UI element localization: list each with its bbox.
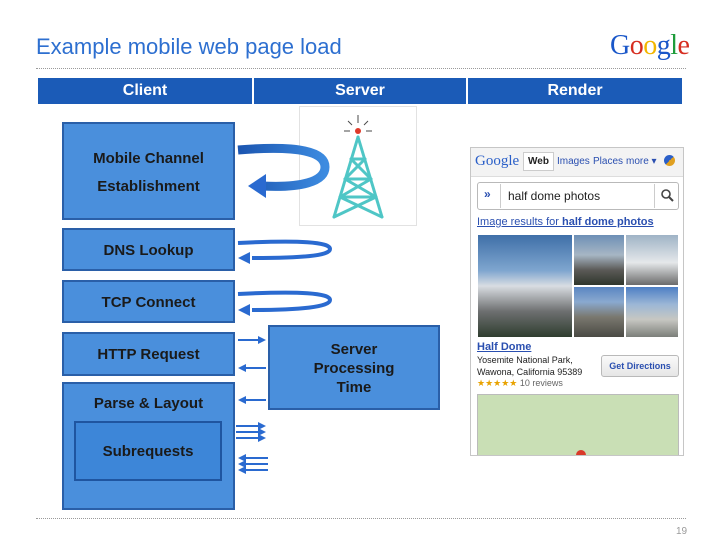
- parse-layout-label: Parse & Layout: [93, 395, 204, 412]
- phone-tab-images[interactable]: Images: [557, 156, 590, 167]
- http-request-label: HTTP Request: [97, 346, 200, 363]
- logo-letter: l: [670, 30, 678, 61]
- phone-rating: ★★★★★ 10 reviews: [477, 378, 563, 389]
- dns-lookup-box: DNS Lookup: [62, 228, 235, 271]
- phone-address-line2: Wawona, California 95389: [477, 367, 583, 377]
- phone-map[interactable]: [477, 394, 679, 455]
- rendered-phone-screen: Google Web Images Places more ▾ » half d…: [470, 147, 684, 456]
- phone-search-query[interactable]: half dome photos: [508, 189, 601, 203]
- tcp-connect-box: TCP Connect: [62, 280, 235, 323]
- page-number: 19: [676, 526, 688, 537]
- dns-loop-arrow: [237, 239, 333, 264]
- server-processing-box: Server Processing Time: [268, 325, 440, 410]
- subrequests-box: Subrequests: [74, 421, 222, 481]
- phone-tab-more[interactable]: more ▾: [626, 156, 657, 167]
- http-arrows: [238, 336, 266, 404]
- mobile-channel-box: Mobile Channel Establishment: [62, 122, 235, 220]
- subrequest-arrows: [236, 422, 268, 474]
- logo-letter: o: [629, 30, 644, 61]
- column-header-client: Client: [38, 78, 252, 104]
- phone-search-icon[interactable]: [661, 189, 674, 202]
- server-tower-panel: [299, 106, 417, 226]
- phone-settings-icon[interactable]: [664, 155, 675, 166]
- phone-rating-stars: ★★★★★: [477, 378, 518, 388]
- title-divider: [36, 68, 686, 69]
- tcp-loop-arrow: [237, 290, 333, 316]
- mobile-channel-label-1: Mobile Channel: [93, 150, 204, 167]
- mobile-channel-loop-arrow: [237, 143, 330, 198]
- subrequests-label: Subrequests: [102, 443, 194, 460]
- server-processing-label-3: Time: [336, 379, 372, 396]
- logo-letter: e: [677, 30, 690, 61]
- phone-place-name[interactable]: Half Dome: [477, 341, 532, 353]
- phone-google-logo: Google: [475, 153, 520, 169]
- phone-image-thumbnail[interactable]: [477, 234, 573, 338]
- phone-image-thumbnail[interactable]: [573, 286, 625, 338]
- phone-tab-places[interactable]: Places: [593, 156, 624, 167]
- phone-search-divider: [654, 184, 655, 208]
- phone-image-results-prefix: Image results for: [477, 216, 562, 228]
- tcp-connect-label: TCP Connect: [101, 294, 196, 311]
- phone-get-directions-button[interactable]: Get Directions: [601, 355, 679, 377]
- footer-divider: [36, 518, 686, 519]
- google-logo: Google: [610, 30, 690, 62]
- phone-image-thumbnail[interactable]: [573, 234, 625, 286]
- logo-letter: o: [643, 30, 657, 61]
- radio-tower-icon: [332, 115, 384, 219]
- dns-lookup-label: DNS Lookup: [103, 242, 194, 259]
- phone-image-thumbnail[interactable]: [625, 234, 679, 286]
- phone-search-divider: [500, 184, 501, 208]
- phone-address-line1: Yosemite National Park,: [477, 355, 573, 365]
- logo-letter: G: [610, 30, 630, 61]
- mobile-channel-label-2: Establishment: [97, 178, 200, 195]
- phone-search-box[interactable]: » half dome photos: [477, 182, 679, 210]
- logo-letter: g: [656, 30, 671, 61]
- map-pin-icon: [576, 450, 586, 455]
- phone-tab-bar: Google Web Images Places more ▾: [471, 148, 683, 177]
- column-header-server: Server: [254, 78, 466, 104]
- phone-image-thumbnail[interactable]: [625, 286, 679, 338]
- phone-expand-icon[interactable]: »: [484, 187, 491, 201]
- phone-tab-web[interactable]: Web: [523, 152, 554, 171]
- phone-reviews-count[interactable]: 10 reviews: [519, 378, 563, 388]
- phone-image-results-query: half dome photos: [561, 216, 654, 228]
- column-header-render: Render: [468, 78, 682, 104]
- phone-image-results-link[interactable]: Image results for half dome photos: [477, 216, 654, 228]
- slide-title: Example mobile web page load: [36, 34, 342, 59]
- http-request-box: HTTP Request: [62, 332, 235, 376]
- server-processing-label-2: Processing: [313, 360, 395, 377]
- server-processing-label-1: Server: [330, 341, 378, 358]
